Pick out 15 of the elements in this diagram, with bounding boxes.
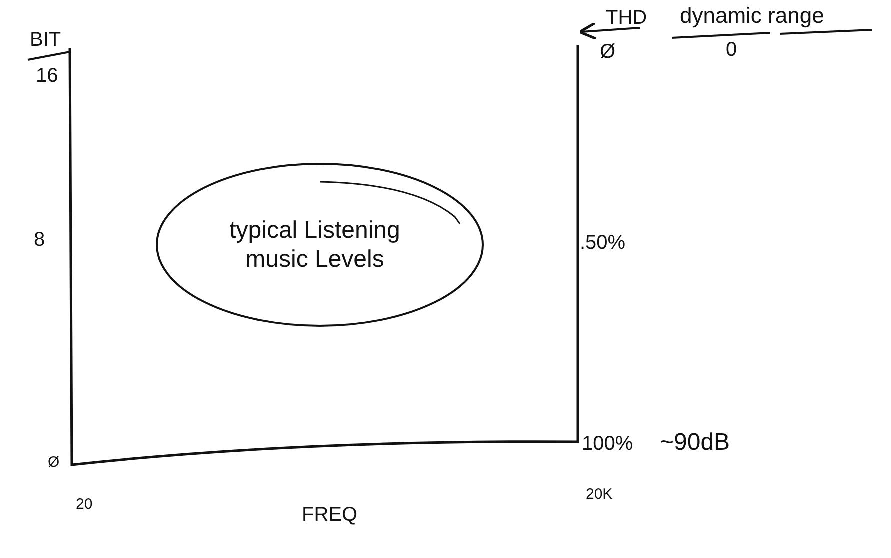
tick-label: 16	[36, 66, 58, 86]
tick-label: .50%	[580, 233, 626, 253]
tick-label: 100%	[582, 434, 634, 454]
tick-label: 0	[726, 40, 738, 60]
axis-title: FREQ	[302, 505, 358, 525]
ellipse-label: typical Listening music Levels	[228, 217, 402, 275]
tick-label: 20	[76, 497, 93, 512]
tick-label: 20K	[586, 487, 613, 502]
tick-label: 8	[34, 230, 46, 250]
axis-title: BIT	[30, 30, 62, 50]
axis-title: THD	[606, 8, 648, 28]
annotation: ~90dB	[660, 431, 730, 455]
tick-label: Ø	[48, 455, 60, 470]
axis-title: dynamic range	[680, 5, 824, 27]
tick-label: Ø	[600, 42, 616, 62]
